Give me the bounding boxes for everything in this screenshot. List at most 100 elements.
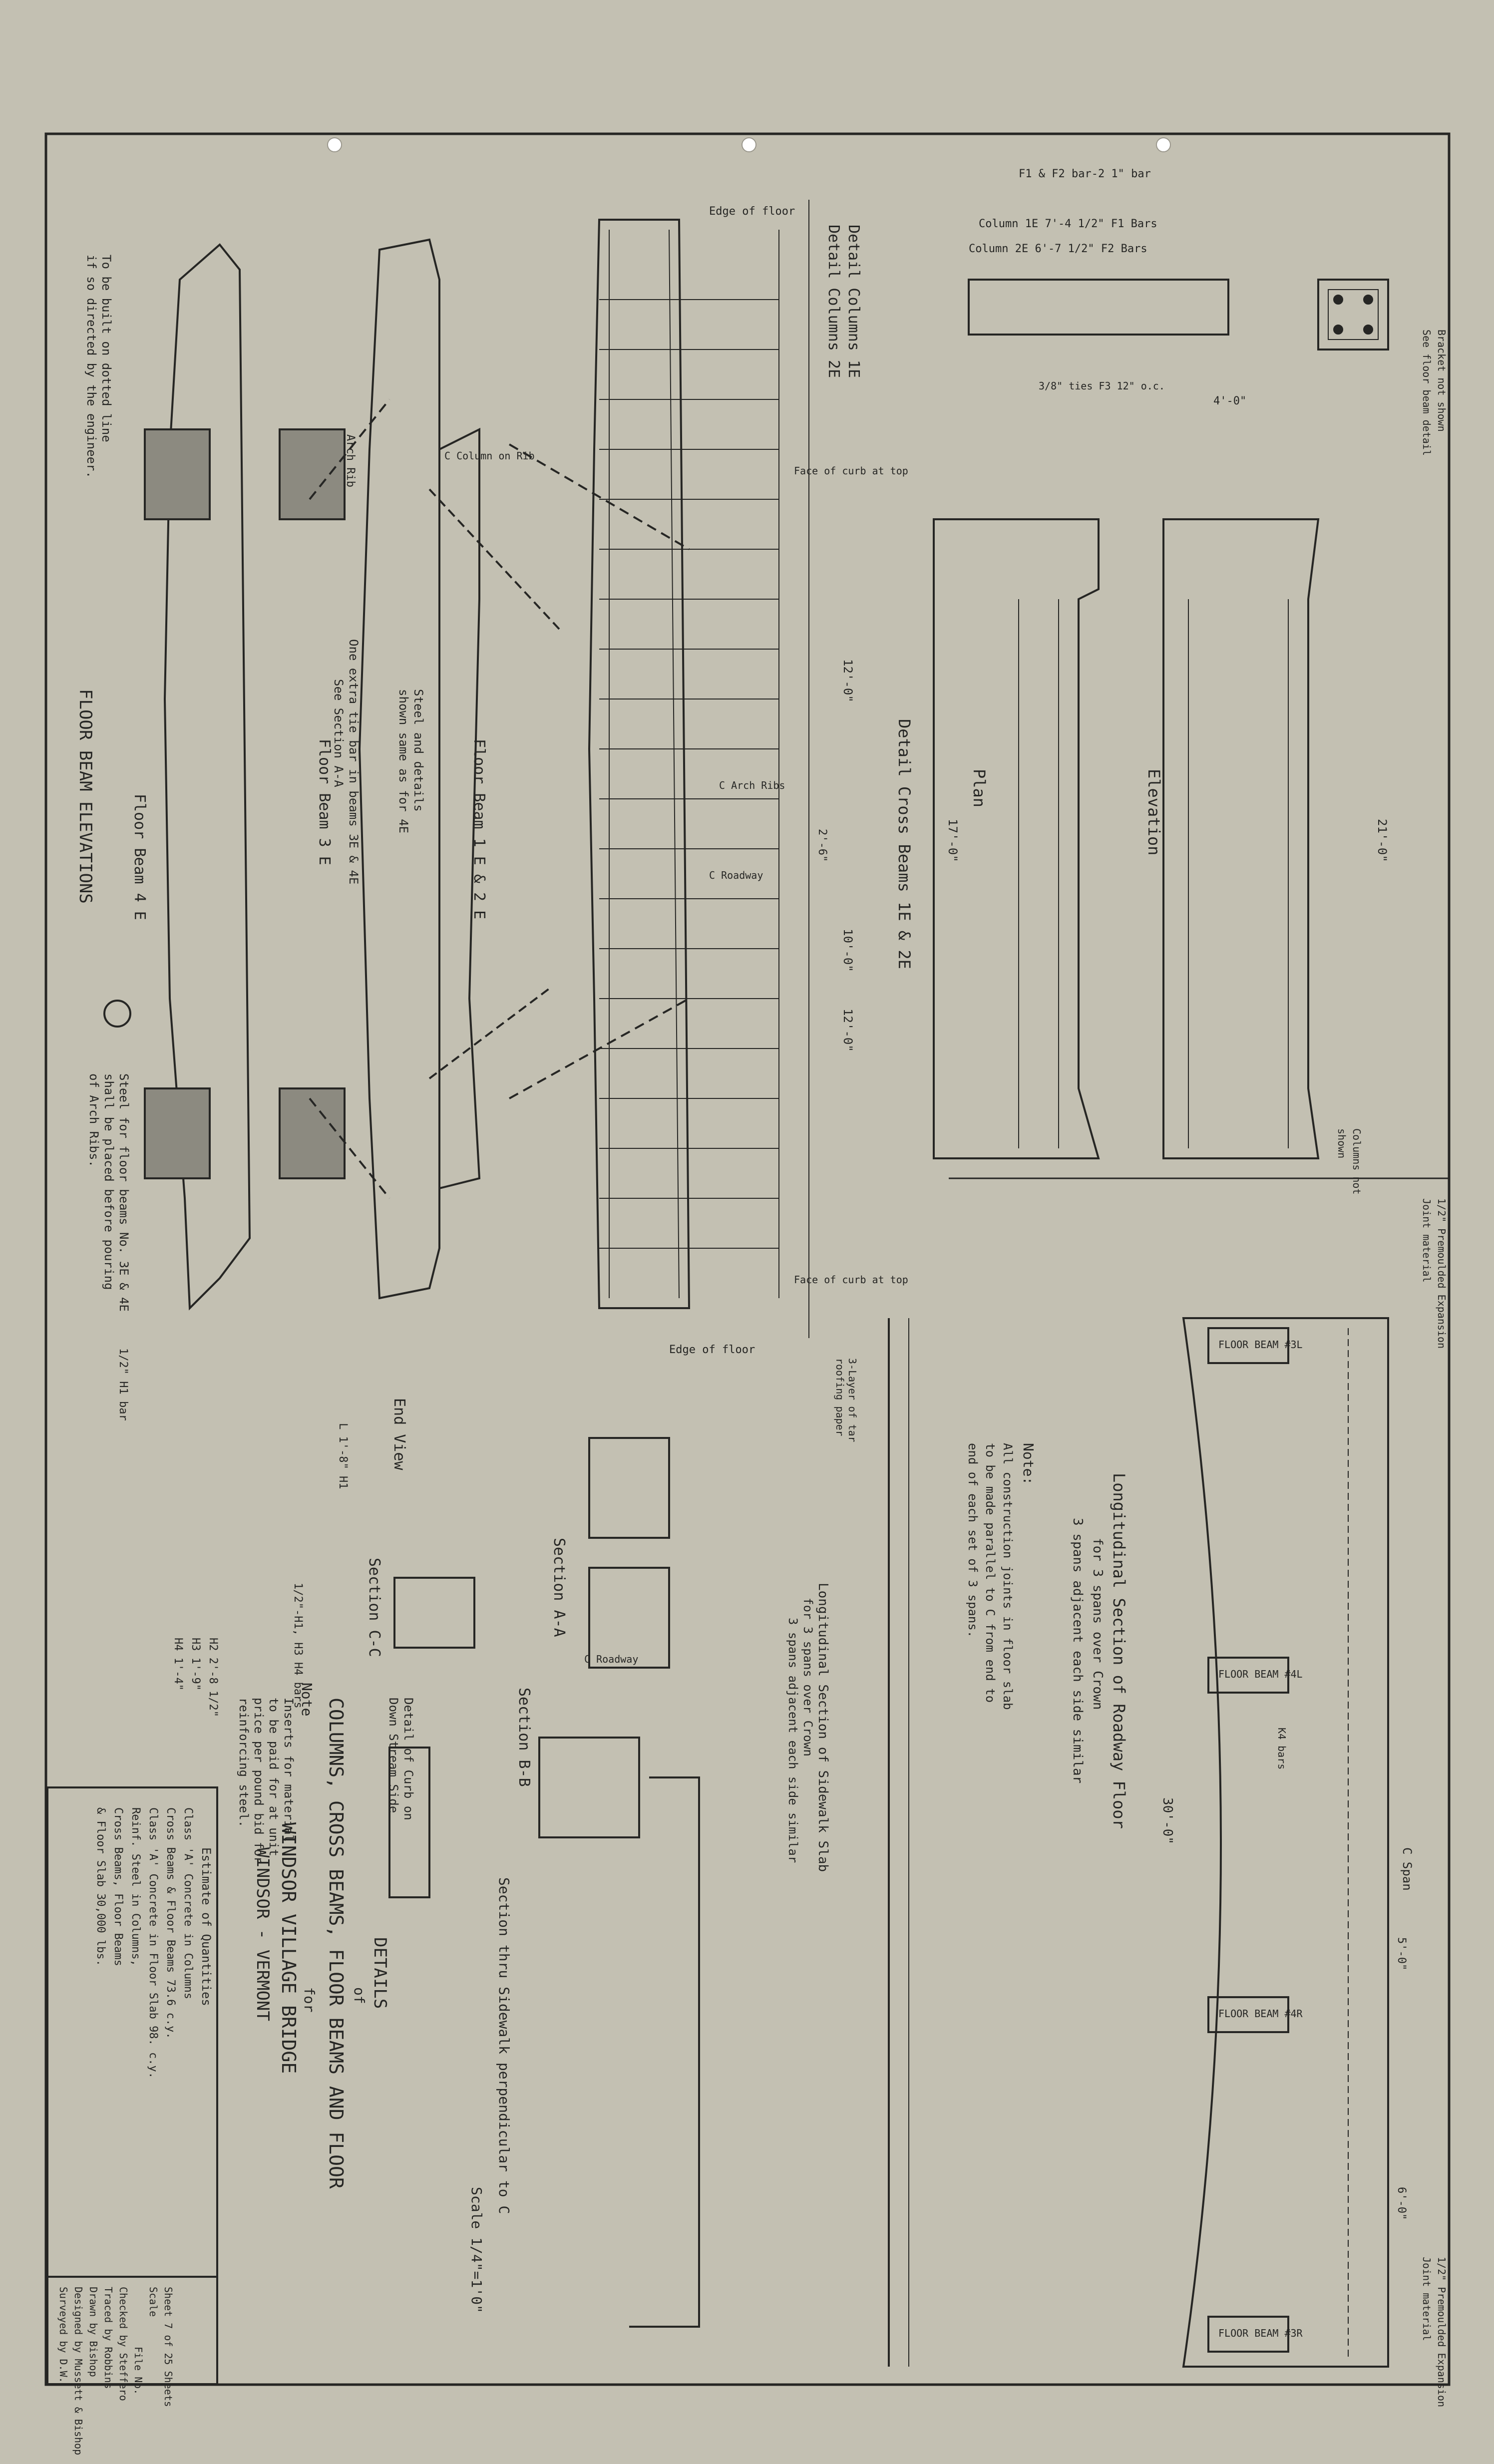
view-roadway-section-0: Longitudinal Section of Roadway Floor bbox=[1110, 1473, 1128, 1829]
title-credit-6: Sheet 7 of 25 Sheets bbox=[162, 2287, 174, 2407]
quantities-row-1: Cross Beams & Floor Beams 73.6 c.y. bbox=[164, 1807, 177, 2039]
view-roadway-section-2: 3 spans adjacent each side similar bbox=[1070, 1518, 1085, 1783]
title-file-label: File No. bbox=[132, 2347, 144, 2395]
view-steel-note-0: Steel and details bbox=[411, 689, 425, 812]
view-sidewalk-longitudinal-0: Longitudinal Section of Sidewalk Slab bbox=[815, 1583, 830, 1872]
note-floor-beam-steel-2: of Arch Ribs. bbox=[87, 1073, 101, 1167]
view-elevation: Elevation bbox=[1144, 769, 1163, 855]
view-bar-table-3: H4 1'-4" bbox=[172, 1638, 184, 1691]
view-dim-17: 17'-0" bbox=[946, 819, 960, 862]
title-of: of bbox=[351, 1987, 368, 2004]
view-dim-12a: 12'-0" bbox=[841, 659, 855, 703]
note-joints-2: to be made parallel to C from end to bbox=[983, 1443, 997, 1703]
note-dotted-line-0: To be built on dotted line bbox=[99, 255, 113, 442]
view-dim-4: 4'-0" bbox=[1213, 395, 1246, 407]
view-roadway-aa: C Roadway bbox=[584, 1653, 638, 1665]
view-column-note-0: Columns not bbox=[1351, 1128, 1363, 1194]
view-end-view: End View bbox=[390, 1398, 408, 1470]
view-bar-note-2: 1/2"-H1, H3 H4 bars bbox=[292, 1583, 304, 1709]
view-dim-21: 21'-0" bbox=[1375, 819, 1389, 862]
quantities-row-0: Class 'A' Concrete in Columns bbox=[182, 1807, 194, 1999]
floor-beam-elevations bbox=[103, 238, 560, 1311]
punch-hole bbox=[1156, 137, 1171, 152]
view-section-aa: Section A-A bbox=[550, 1538, 568, 1637]
view-edge-of-floor-top: Edge of floor bbox=[709, 205, 795, 218]
note-floor-beam-steel-1: shall be placed before pouring bbox=[102, 1073, 116, 1290]
title-scale: Scale 1/4"=1'0" bbox=[468, 2187, 485, 2313]
view-curb-detail-0: Detail of Curb on bbox=[401, 1698, 415, 1820]
title-credit-1: Designed by Mussett & Bishop bbox=[72, 2287, 84, 2455]
view-roofing-paper-1: roofing paper bbox=[834, 1358, 846, 1436]
view-ties: 3/8" ties F3 12" o.c. bbox=[1039, 380, 1165, 392]
note-joints-3: end of each set of 3 spans. bbox=[966, 1443, 980, 1638]
sheet-border bbox=[44, 132, 1451, 2386]
view-sidewalk-longitudinal-2: 3 spans adjacent each side similar bbox=[786, 1618, 800, 1863]
view-floor-beam-3: Floor Beam 3 E bbox=[316, 739, 333, 865]
detail-columns bbox=[508, 200, 809, 1338]
note-floor-beam-steel-0: Steel for floor beams No. 3E & 4E bbox=[117, 1073, 131, 1312]
quantities-row-5: & Floor Slab 30,000 lbs. bbox=[94, 1807, 107, 1966]
title-subject: COLUMNS, CROSS BEAMS, FLOOR BEAMS AND FL… bbox=[325, 1698, 347, 2189]
view-roadway: C Roadway bbox=[709, 869, 763, 881]
view-arch-rib: Arch Rib bbox=[344, 434, 357, 487]
view-face-of-curb-bottom: Face of curb at top bbox=[794, 1274, 908, 1286]
view-floor-beam-elevations: FLOOR BEAM ELEVATIONS bbox=[75, 689, 95, 904]
view-floor-beam-12: Floor Beam 1 E & 2 E bbox=[470, 739, 488, 919]
title-for: for bbox=[301, 1987, 318, 2013]
view-expansion-0: 1/2" Premoulded Expansion bbox=[1436, 1198, 1448, 1349]
punch-hole bbox=[742, 137, 756, 152]
view-expansion-bottom-1: Joint material bbox=[1421, 2257, 1433, 2341]
view-extra-tie-0: One extra tie bar in beams 3E & 4E bbox=[347, 639, 361, 884]
note-inserts-0: Note bbox=[299, 1683, 315, 1716]
view-column-label: C Column on Rib bbox=[444, 450, 535, 462]
punch-hole bbox=[327, 137, 342, 152]
view-expansion-1: Joint material bbox=[1421, 1198, 1433, 1283]
title-heading: DETAILS bbox=[370, 1937, 390, 2009]
view-detail-columns-1: Detail Columns 1E bbox=[845, 225, 862, 378]
view-span-label: C Span bbox=[1400, 1847, 1414, 1891]
view-bracket-0: Bracket not shown bbox=[1436, 330, 1448, 432]
title-credit-0: Surveyed by D.W. bbox=[57, 2287, 69, 2383]
view-bar-spec: F1 & F2 bar-2 1" bar bbox=[1019, 168, 1151, 180]
view-k-bars: K4 bars bbox=[1276, 1728, 1288, 1769]
title-credit-4: Checked by Steffero bbox=[117, 2287, 129, 2401]
view-bar-table-1: H2 2'-8 1/2" bbox=[207, 1638, 219, 1717]
note-inserts-3: price per pound bid for bbox=[252, 1698, 266, 1863]
longitudinal-sections bbox=[888, 1317, 1389, 2368]
view-sidewalk-section: Section thru Sidewalk perpendicular to C bbox=[496, 1877, 512, 2214]
view-steel-note-1: shown same as for 4E bbox=[396, 689, 410, 833]
small-sections bbox=[388, 1437, 700, 2328]
quantities-row-3: Reinf. Steel in Columns, bbox=[129, 1807, 142, 1966]
quantities-row-4: Cross Beams, Floor Beams bbox=[112, 1807, 124, 1966]
view-section-bb: Section B-B bbox=[515, 1688, 533, 1787]
note-inserts-4: reinforcing steel. bbox=[237, 1698, 251, 1827]
view-dim-2-6: 2'-6" bbox=[816, 829, 828, 862]
title-location: WINDSOR - VERMONT bbox=[253, 1847, 273, 2021]
note-joints-0: Note: bbox=[1020, 1443, 1037, 1485]
note-dotted-line-1: if so directed by the engineer. bbox=[84, 255, 98, 478]
quantities-row-2: Class 'A' Concrete in Floor Slab 98. c.y… bbox=[147, 1807, 159, 2079]
view-floor-beam-tag-2: FLOOR BEAM #4R bbox=[1218, 2008, 1303, 2020]
title-credit-5: Scale bbox=[147, 2287, 159, 2317]
view-dim-12b: 12'-0" bbox=[841, 1009, 855, 1052]
title-block-frame bbox=[46, 1786, 218, 2385]
view-bar-note: 1/2" H1 bar bbox=[117, 1348, 129, 1421]
view-column-bars: Column 1E 7'-4 1/2" F1 Bars bbox=[979, 218, 1157, 230]
view-dim-5: 5'-0" bbox=[1395, 1937, 1408, 1970]
view-dim-10: 10'-0" bbox=[841, 929, 855, 972]
view-column-note-1: shown bbox=[1336, 1128, 1348, 1158]
view-arch-ribs: C Arch Ribs bbox=[719, 779, 785, 791]
view-sidewalk-longitudinal-1: for 3 spans over Crown bbox=[801, 1598, 815, 1757]
cross-beam-details bbox=[933, 279, 1448, 1179]
view-bar-table-2: H3 1'-9" bbox=[189, 1638, 202, 1691]
view-dim-30: 30'-0" bbox=[1160, 1797, 1175, 1844]
view-column-bars-2: Column 2E 6'-7 1/2" F2 Bars bbox=[969, 243, 1147, 255]
view-extra-tie-1: See Section A-A bbox=[332, 679, 346, 787]
view-bar-table-0: L 1'-8" H1 bbox=[337, 1423, 349, 1489]
view-detail-columns-2: Detail Columns 2E bbox=[825, 225, 842, 378]
view-roadway-section-1: for 3 spans over Crown bbox=[1090, 1538, 1105, 1710]
view-roofing-paper-0: 3-Layer of tar bbox=[846, 1358, 858, 1442]
view-face-of-curb-top: Face of curb at top bbox=[794, 465, 908, 477]
